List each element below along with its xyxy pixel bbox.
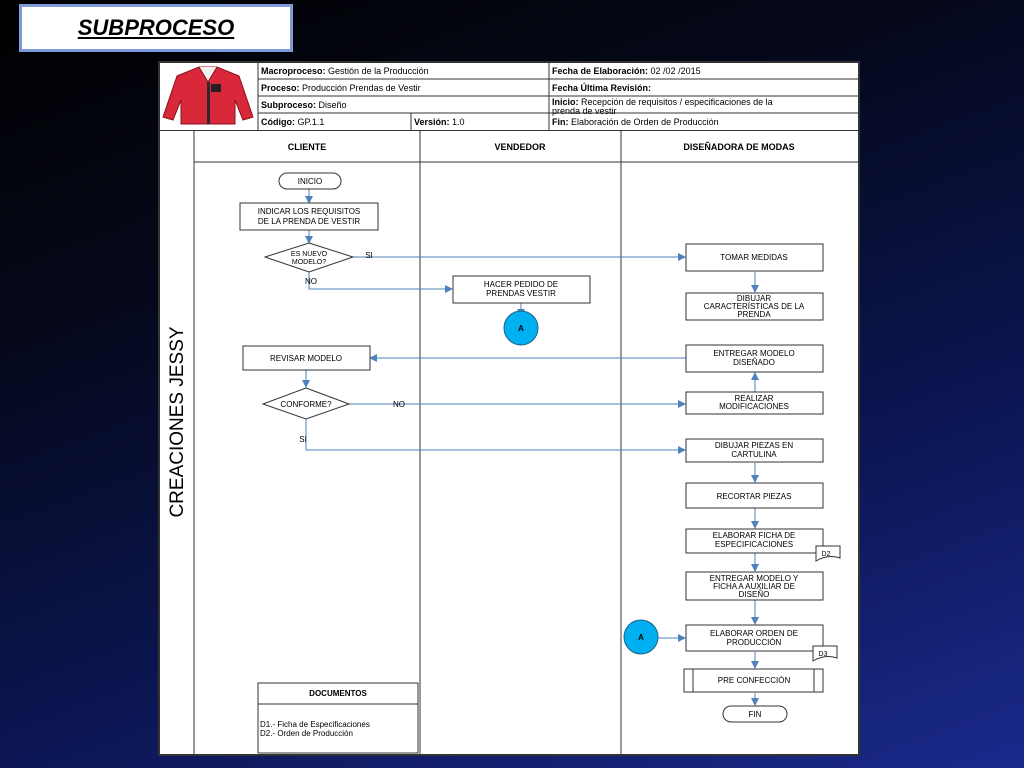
entregar-label-2: DISEÑADO xyxy=(733,358,775,367)
es-nuevo-label-2: MODELO? xyxy=(292,259,326,266)
documents-legend: DOCUMENTOS D1.- Ficha de Especificacione… xyxy=(258,683,418,753)
si-label-1: SI xyxy=(365,251,373,260)
jacket-logo-icon xyxy=(163,67,253,124)
entregar2-label-3: DISEÑO xyxy=(739,590,770,599)
dibujar-label-3: PRENDA xyxy=(737,310,771,319)
connector-a-label-2: A xyxy=(638,633,644,642)
svg-text:Versión: 1.0: Versión: 1.0 xyxy=(414,117,465,127)
connector-a-label-1: A xyxy=(518,324,524,333)
orden-label-1: ELABORAR ORDEN DE xyxy=(710,629,798,638)
hacer-pedido-label-2: PRENDAS VESTIR xyxy=(486,289,556,298)
hacer-pedido-label-1: HACER PEDIDO DE xyxy=(484,280,558,289)
start-label: INICIO xyxy=(298,177,322,186)
svg-text:Fin: Elaboración de Orden de P: Fin: Elaboración de Orden de Producción xyxy=(552,117,719,127)
piezas-label-1: DIBUJAR PIEZAS EN xyxy=(715,441,793,450)
svg-text:Macroproceso: Gestión de la Pr: Macroproceso: Gestión de la Producción xyxy=(261,66,429,76)
svg-text:Proceso: Producción Prendas de: Proceso: Producción Prendas de Vestir xyxy=(261,83,421,93)
svg-text:Código: GP.1.1: Código: GP.1.1 xyxy=(261,117,324,127)
conforme-label: CONFORME? xyxy=(280,400,332,409)
revisar-modelo-label: REVISAR MODELO xyxy=(270,354,342,363)
lane-header-vendedor: VENDEDOR xyxy=(494,142,546,152)
tomar-medidas-label: TOMAR MEDIDAS xyxy=(720,253,787,262)
slide-title: SUBPROCESO xyxy=(78,15,234,41)
svg-text:Fecha Última Revisión:: Fecha Última Revisión: xyxy=(552,82,651,93)
end-label: FIN xyxy=(749,710,762,719)
no-label-1: NO xyxy=(305,277,317,286)
ficha-label-1: ELABORAR FICHA DE xyxy=(713,531,796,540)
doc-d3-label: D3 xyxy=(819,651,828,658)
entregar-label-1: ENTREGAR MODELO xyxy=(713,349,794,358)
documents-item: D1.- Ficha de Especificaciones xyxy=(260,720,370,729)
svg-text:Subproceso: Diseño: Subproceso: Diseño xyxy=(261,100,347,110)
es-nuevo-label-1: ES NUEVO xyxy=(291,251,328,258)
lane-header-disenadora: DISEÑADORA DE MODAS xyxy=(683,142,794,152)
svg-text:prenda de vestir: prenda de vestir xyxy=(552,106,617,116)
lane-header-cliente: CLIENTE xyxy=(288,142,327,152)
doc-d2-label: D2 xyxy=(822,551,831,558)
realizar-label-2: MODIFICACIONES xyxy=(719,402,789,411)
recortar-label: RECORTAR PIEZAS xyxy=(717,492,792,501)
flowchart-svg: Macroproceso: Gestión de la Producción P… xyxy=(159,62,859,755)
orden-label-2: PRODUCCIÓN xyxy=(727,638,782,647)
no-label-2: NO xyxy=(393,400,405,409)
ficha-label-2: ESPECIFICACIONES xyxy=(715,540,793,549)
svg-text:Fecha de Elaboración: 02 /02 /: Fecha de Elaboración: 02 /02 /2015 xyxy=(552,66,701,76)
indicar-label-1: INDICAR LOS REQUISITOS xyxy=(258,207,361,216)
indicar-label-2: DE LA PRENDA DE VESTIR xyxy=(258,217,360,226)
pre-confeccion-label: PRE CONFECCIÓN xyxy=(718,676,791,685)
slide-title-box: SUBPROCESO xyxy=(19,4,293,52)
side-label: CREACIONES JESSY xyxy=(167,326,188,517)
flowchart-sheet: Macroproceso: Gestión de la Producción P… xyxy=(158,61,860,756)
piezas-label-2: CARTULINA xyxy=(731,450,777,459)
documents-title: DOCUMENTOS xyxy=(309,689,367,698)
si-label-2: SI xyxy=(299,435,307,444)
documents-item: D2.- Orden de Producción xyxy=(260,729,353,738)
